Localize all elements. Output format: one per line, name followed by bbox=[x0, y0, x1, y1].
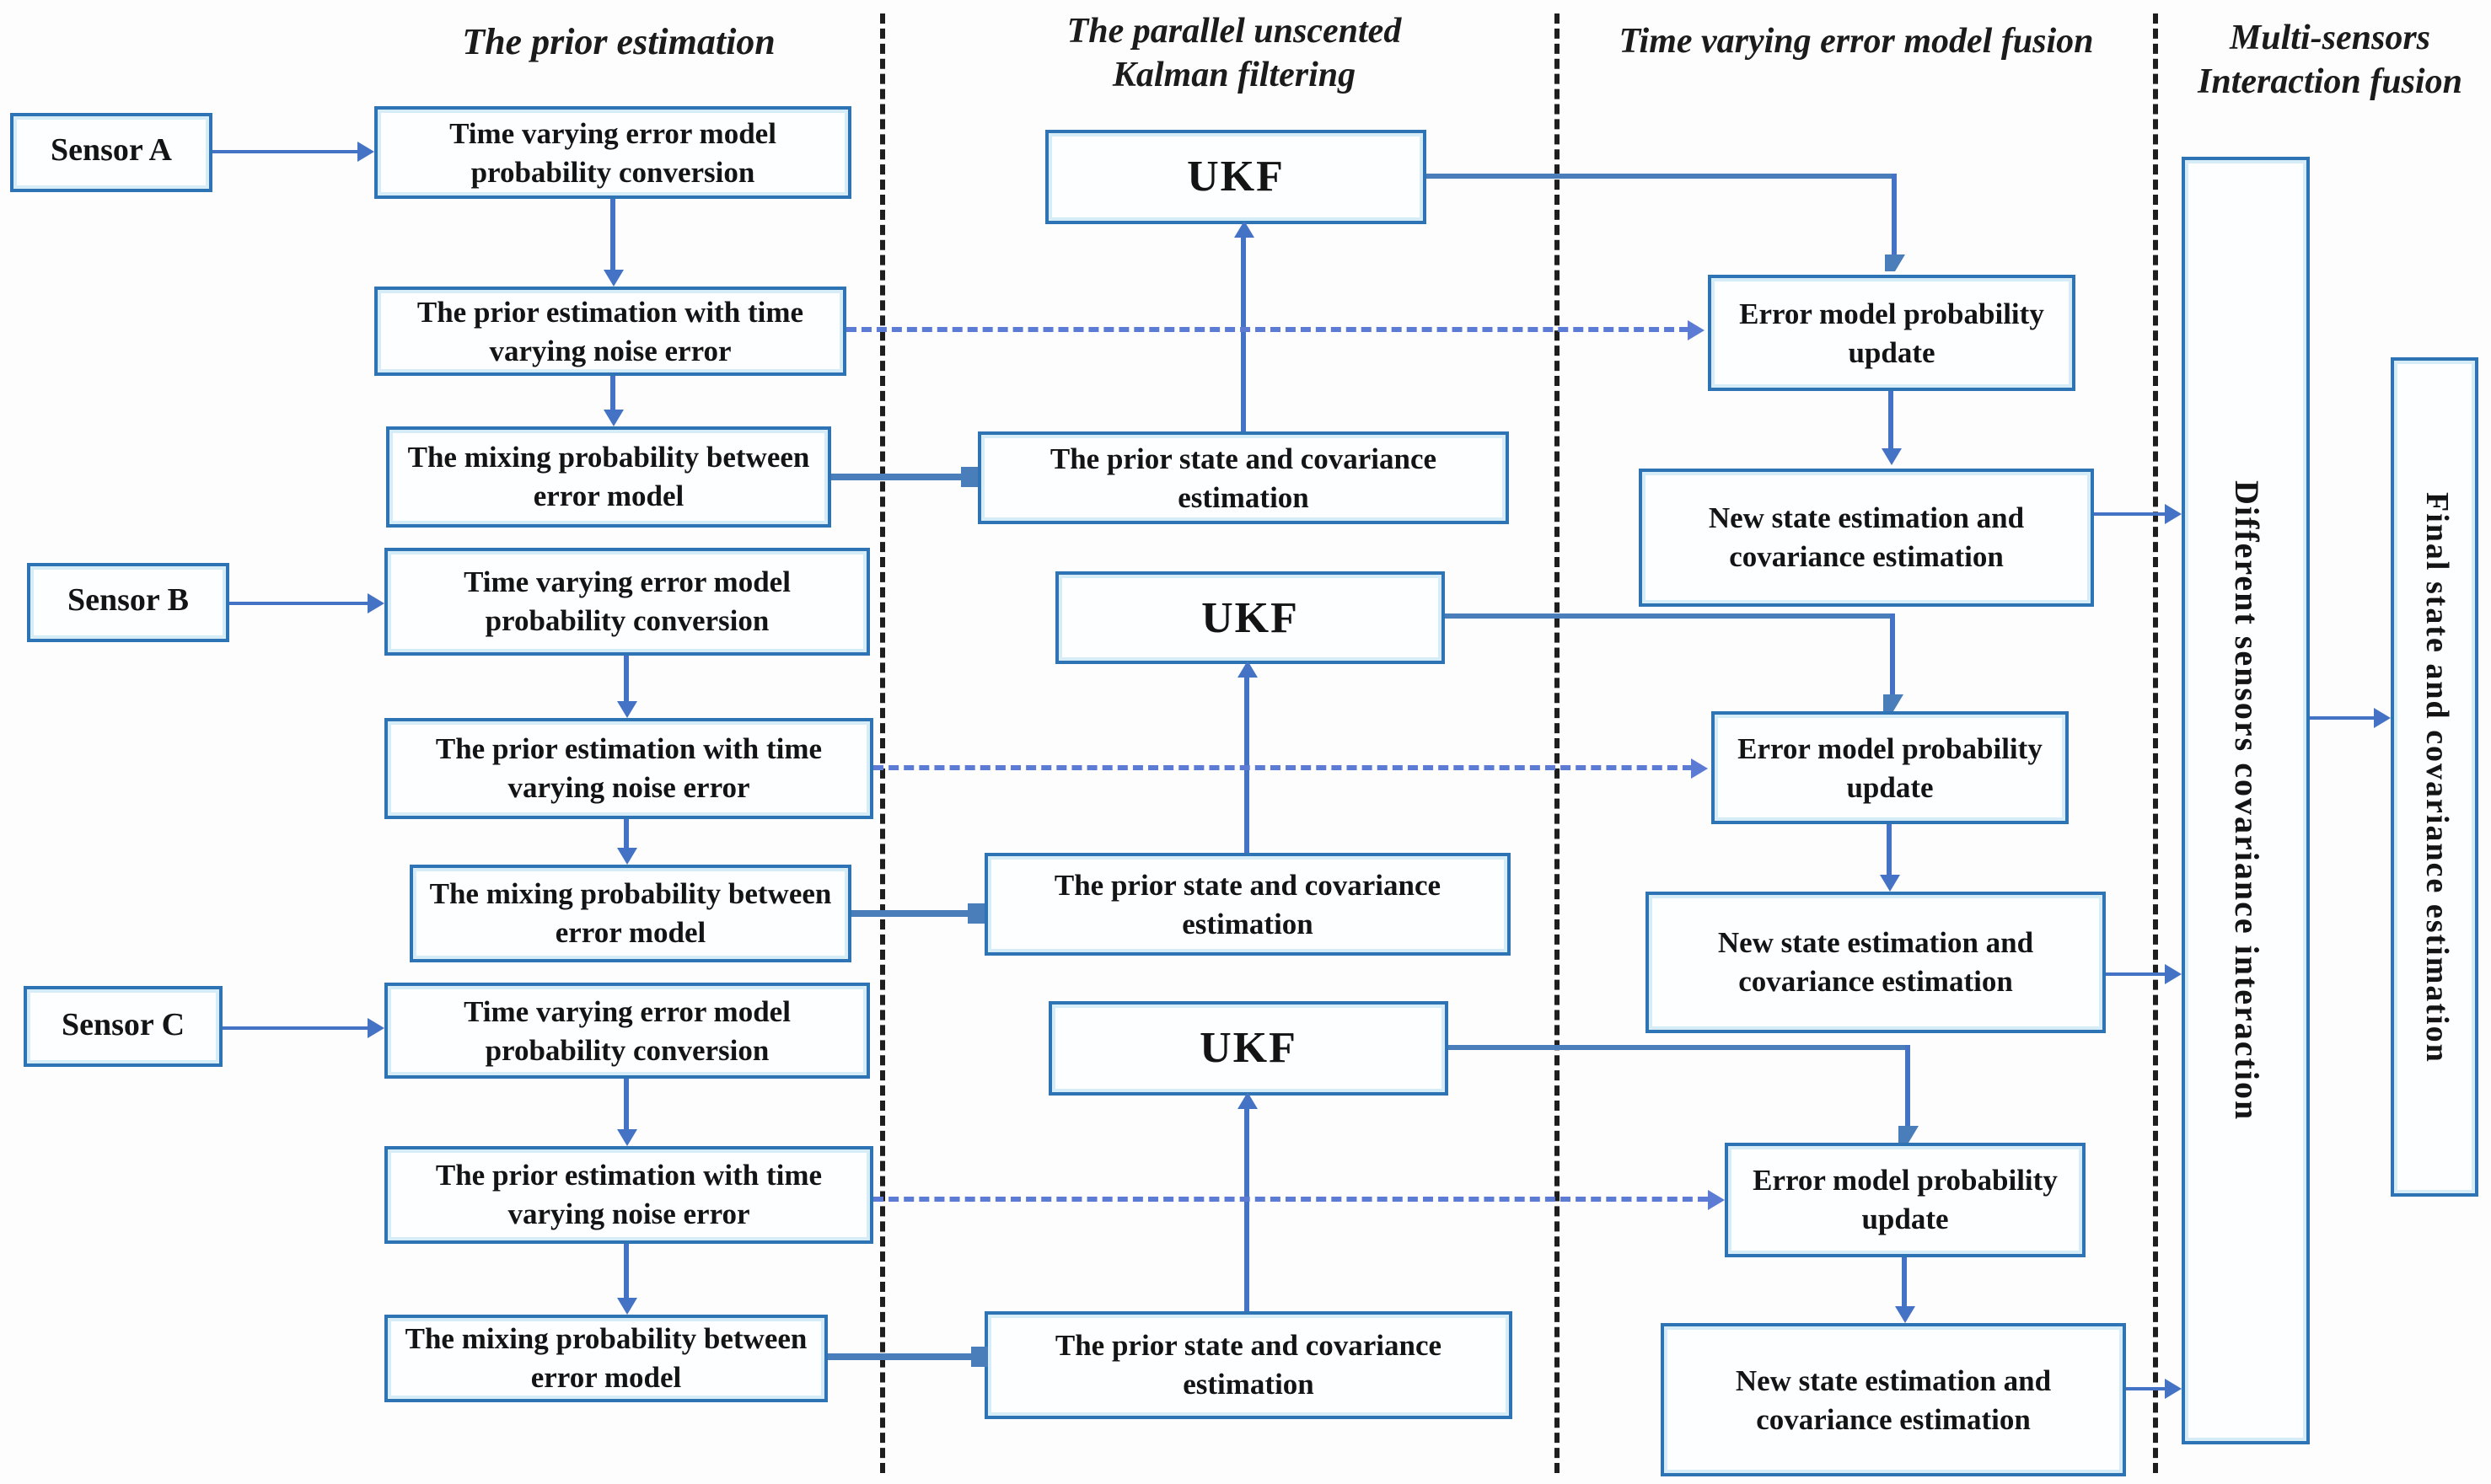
prior-estimation-box-a: The prior estimation with time varying n… bbox=[374, 287, 846, 376]
mixing-probability-box-b: The mixing probability between error mod… bbox=[410, 865, 851, 962]
arrowhead-ukf-b-to-error-update bbox=[1883, 694, 1903, 711]
new-state-box-b: New state estimation and covariance esti… bbox=[1645, 892, 2106, 1033]
error-update-box-a: Error model probability update bbox=[1708, 275, 2075, 391]
arrowhead-sensor-c bbox=[368, 1018, 384, 1038]
ukf-box-b: UKF bbox=[1055, 571, 1445, 664]
arrowhead-sensor-b bbox=[368, 593, 384, 613]
prior-state-box-c: The prior state and covariance estimatio… bbox=[985, 1311, 1512, 1419]
arrowhead-ukf-c-to-error-update bbox=[1898, 1126, 1919, 1143]
arrowhead-mixing-b bbox=[968, 903, 985, 924]
arrow-conversion-a-to-prior bbox=[610, 199, 615, 273]
arrowhead-error-update-b bbox=[1880, 875, 1900, 892]
arrowhead-error-update-c bbox=[1895, 1306, 1915, 1323]
arrowhead-interaction-to-final bbox=[2374, 708, 2391, 728]
conversion-box-b: Time varying error model probability con… bbox=[384, 548, 870, 656]
header-multi-sensors-line1: Multi-sensors bbox=[2229, 17, 2431, 57]
header-prior-estimation: The prior estimation bbox=[462, 20, 776, 62]
arrowhead-mixing-c bbox=[971, 1347, 988, 1367]
arrowhead-dashed-c bbox=[1708, 1190, 1725, 1210]
arrowhead-prior-c bbox=[617, 1298, 637, 1315]
arrowhead-mixing-a bbox=[961, 467, 978, 487]
header-parallel-ukf: The parallel unscented Kalman filtering bbox=[998, 10, 1470, 96]
arrowhead-conversion-b bbox=[617, 701, 637, 718]
arrowhead-new-state-a bbox=[2165, 504, 2182, 524]
header-multi-sensors-line2: Interaction fusion bbox=[2198, 60, 2462, 101]
prior-estimation-box-c: The prior estimation with time varying n… bbox=[384, 1146, 873, 1244]
line-ukf-b-right bbox=[1445, 613, 1895, 619]
dashed-arrow-prior-c-to-error-update bbox=[873, 1197, 1708, 1202]
new-state-box-c: New state estimation and covariance esti… bbox=[1661, 1323, 2126, 1476]
arrowhead-ukf-a-to-error-update bbox=[1885, 254, 1905, 271]
ukf-box-c: UKF bbox=[1049, 1001, 1448, 1096]
line-ukf-a-right bbox=[1426, 174, 1897, 179]
line-ukf-b-down bbox=[1890, 613, 1895, 698]
arrow-prior-c-to-mixing bbox=[624, 1244, 629, 1301]
prior-state-box-a: The prior state and covariance estimatio… bbox=[978, 431, 1509, 524]
header-parallel-ukf-line1: The parallel unscented bbox=[1066, 10, 1402, 51]
arrow-sensor-a-to-conversion bbox=[212, 150, 357, 153]
ukf-box-a: UKF bbox=[1045, 130, 1426, 224]
column-separator-2 bbox=[1554, 13, 1560, 1473]
sensor-b-box: Sensor B bbox=[27, 563, 229, 642]
arrow-conversion-b-to-prior bbox=[624, 656, 629, 704]
arrow-new-state-a-to-interaction bbox=[2094, 512, 2165, 516]
arrowhead-prior-a bbox=[604, 410, 624, 426]
arrowhead-prior-b bbox=[617, 848, 637, 865]
header-parallel-ukf-line2: Kalman filtering bbox=[1112, 53, 1356, 94]
line-ukf-c-down bbox=[1905, 1045, 1910, 1129]
sensor-c-box: Sensor C bbox=[24, 986, 223, 1067]
arrow-interaction-to-final bbox=[2310, 716, 2377, 720]
column-separator-1 bbox=[880, 13, 885, 1473]
arrowhead-new-state-c bbox=[2165, 1379, 2182, 1399]
dashed-arrow-prior-b-to-error-update bbox=[873, 765, 1693, 770]
arrowhead-to-ukf-c bbox=[1237, 1092, 1258, 1109]
error-update-box-b: Error model probability update bbox=[1711, 711, 2069, 824]
column-separator-3 bbox=[2153, 13, 2158, 1473]
arrow-mixing-a-to-prior-state bbox=[831, 474, 961, 480]
dashed-arrow-prior-a-to-error-update bbox=[846, 327, 1689, 332]
arrowhead-dashed-b bbox=[1691, 758, 1708, 779]
arrowhead-to-ukf-b bbox=[1237, 661, 1258, 678]
header-multi-sensors: Multi-sensors Interaction fusion bbox=[2172, 17, 2488, 103]
arrow-error-update-b-to-new-state bbox=[1887, 824, 1892, 878]
arrow-mixing-b-to-prior-state bbox=[851, 910, 968, 917]
arrow-new-state-c-to-interaction bbox=[2126, 1387, 2165, 1390]
arrow-sensor-b-to-conversion bbox=[229, 602, 371, 605]
new-state-box-a: New state estimation and covariance esti… bbox=[1639, 469, 2094, 607]
arrowhead-conversion-a bbox=[604, 270, 624, 287]
arrowhead-dashed-a bbox=[1688, 320, 1705, 340]
arrow-error-update-a-to-new-state bbox=[1888, 391, 1893, 452]
sensor-a-box: Sensor A bbox=[10, 113, 212, 192]
mixing-probability-box-a: The mixing probability between error mod… bbox=[386, 426, 831, 528]
conversion-box-c: Time varying error model probability con… bbox=[384, 983, 870, 1079]
arrow-new-state-b-to-interaction bbox=[2106, 972, 2165, 976]
error-update-box-c: Error model probability update bbox=[1725, 1143, 2086, 1257]
mixing-probability-box-c: The mixing probability between error mod… bbox=[384, 1315, 828, 1402]
arrowhead-sensor-a bbox=[357, 142, 374, 162]
arrow-prior-state-c-to-ukf bbox=[1244, 1109, 1249, 1311]
interaction-fusion-box: Different sensors covariance interaction bbox=[2182, 157, 2310, 1444]
line-ukf-c-right bbox=[1448, 1045, 1910, 1050]
arrowhead-to-ukf-a bbox=[1234, 221, 1254, 238]
arrow-sensor-c-to-conversion bbox=[223, 1026, 371, 1030]
final-state-box: Final state and covariance estimation bbox=[2391, 357, 2478, 1197]
arrowhead-new-state-b bbox=[2165, 964, 2182, 984]
header-error-model-fusion: Time varying error model fusion bbox=[1619, 20, 2094, 61]
arrow-prior-b-to-mixing bbox=[624, 819, 629, 851]
prior-estimation-box-b: The prior estimation with time varying n… bbox=[384, 718, 873, 819]
arrow-prior-state-a-to-ukf bbox=[1241, 238, 1246, 431]
line-ukf-a-down bbox=[1892, 174, 1897, 258]
arrow-conversion-c-to-prior bbox=[624, 1079, 629, 1133]
conversion-box-a: Time varying error model probability con… bbox=[374, 106, 851, 199]
arrowhead-error-update-a bbox=[1882, 448, 1902, 465]
arrow-mixing-c-to-prior-state bbox=[828, 1353, 971, 1360]
arrow-prior-a-to-mixing bbox=[610, 376, 615, 413]
arrow-error-update-c-to-new-state bbox=[1902, 1257, 1907, 1310]
arrowhead-conversion-c bbox=[617, 1129, 637, 1146]
prior-state-box-b: The prior state and covariance estimatio… bbox=[985, 853, 1511, 956]
